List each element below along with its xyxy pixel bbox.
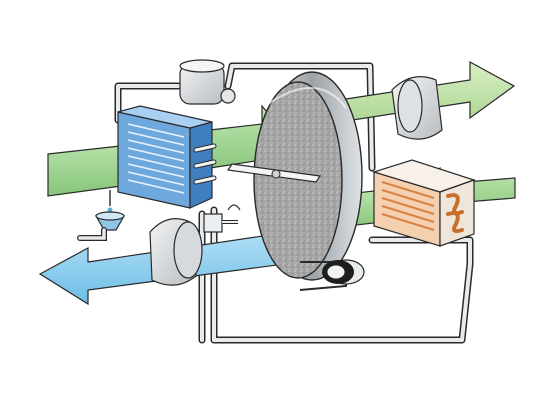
exhaust-fan — [149, 218, 203, 286]
condenser-coil — [371, 159, 476, 247]
evaporator-coil — [117, 105, 217, 209]
water-drop-icon — [107, 207, 113, 213]
coil-icon — [381, 181, 435, 231]
desiccant-wheel — [226, 71, 363, 281]
process-fan — [391, 76, 443, 140]
coil-icon — [127, 123, 185, 194]
fan-icon — [397, 79, 423, 133]
compressor-icon — [220, 88, 236, 104]
expansion-valve — [203, 204, 241, 233]
drive-motor — [299, 259, 365, 291]
compressor — [179, 59, 236, 105]
drain-funnel — [77, 190, 126, 241]
fan-icon — [173, 221, 203, 279]
valve-icon — [203, 213, 223, 233]
